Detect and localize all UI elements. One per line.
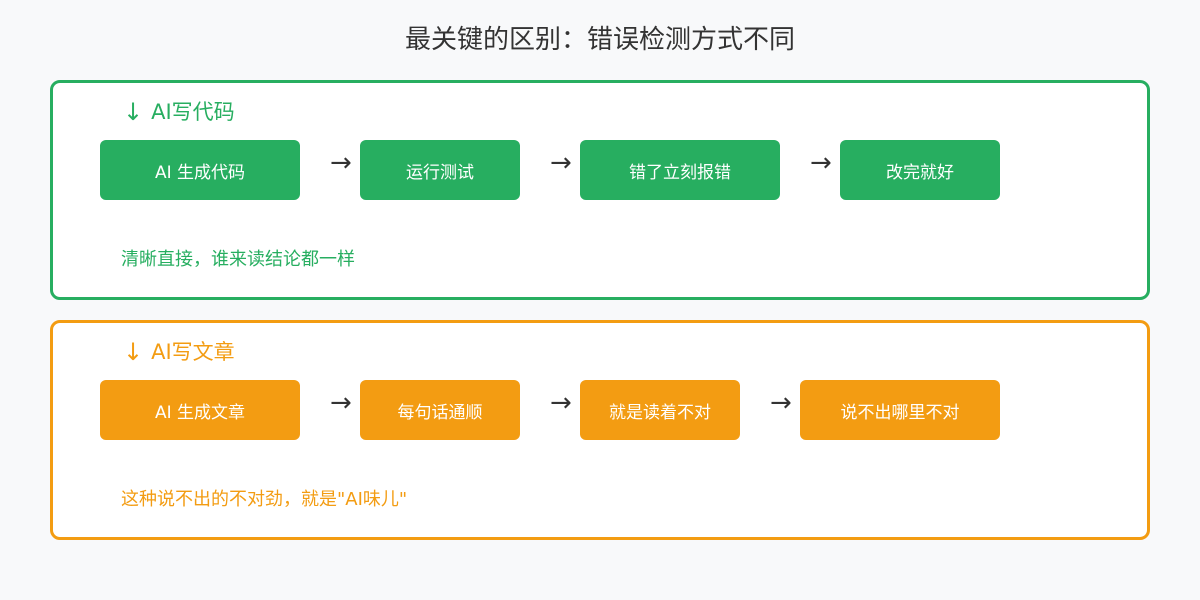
code-section-note: 清晰直接，谁来读结论都一样 (121, 249, 355, 270)
article-step-cant-tell: 说不出哪里不对 (800, 380, 1000, 440)
code-section-heading-label: AI写代码 (151, 100, 235, 124)
right-arrow-icon: → (770, 388, 792, 418)
article-section-heading: ↓ AI写文章 (123, 337, 235, 367)
right-arrow-icon: → (810, 148, 832, 178)
article-section-heading-label: AI写文章 (151, 340, 235, 364)
code-step-generate: AI 生成代码 (100, 140, 300, 200)
article-step-generate: AI 生成文章 (100, 380, 300, 440)
article-section-panel: ↓ AI写文章 AI 生成文章 → 每句话通顺 → 就是读着不对 → 说不出哪里… (50, 320, 1150, 540)
code-step-error-reported: 错了立刻报错 (580, 140, 780, 200)
down-arrow-icon: ↓ (123, 98, 144, 126)
right-arrow-icon: → (550, 388, 572, 418)
code-section-heading: ↓ AI写代码 (123, 97, 235, 127)
right-arrow-icon: → (550, 148, 572, 178)
right-arrow-icon: → (330, 388, 352, 418)
page-title: 最关键的区别：错误检测方式不同 (404, 25, 795, 55)
down-arrow-icon: ↓ (123, 338, 144, 366)
code-section-panel: ↓ AI写代码 AI 生成代码 → 运行测试 → 错了立刻报错 → 改完就好 清… (50, 80, 1150, 300)
article-section-note: 这种说不出的不对劲，就是"AI味儿" (121, 489, 408, 510)
right-arrow-icon: → (330, 148, 352, 178)
article-step-feels-off: 就是读着不对 (580, 380, 740, 440)
code-step-fixed: 改完就好 (840, 140, 1000, 200)
article-step-fluent: 每句话通顺 (360, 380, 520, 440)
code-step-run-tests: 运行测试 (360, 140, 520, 200)
